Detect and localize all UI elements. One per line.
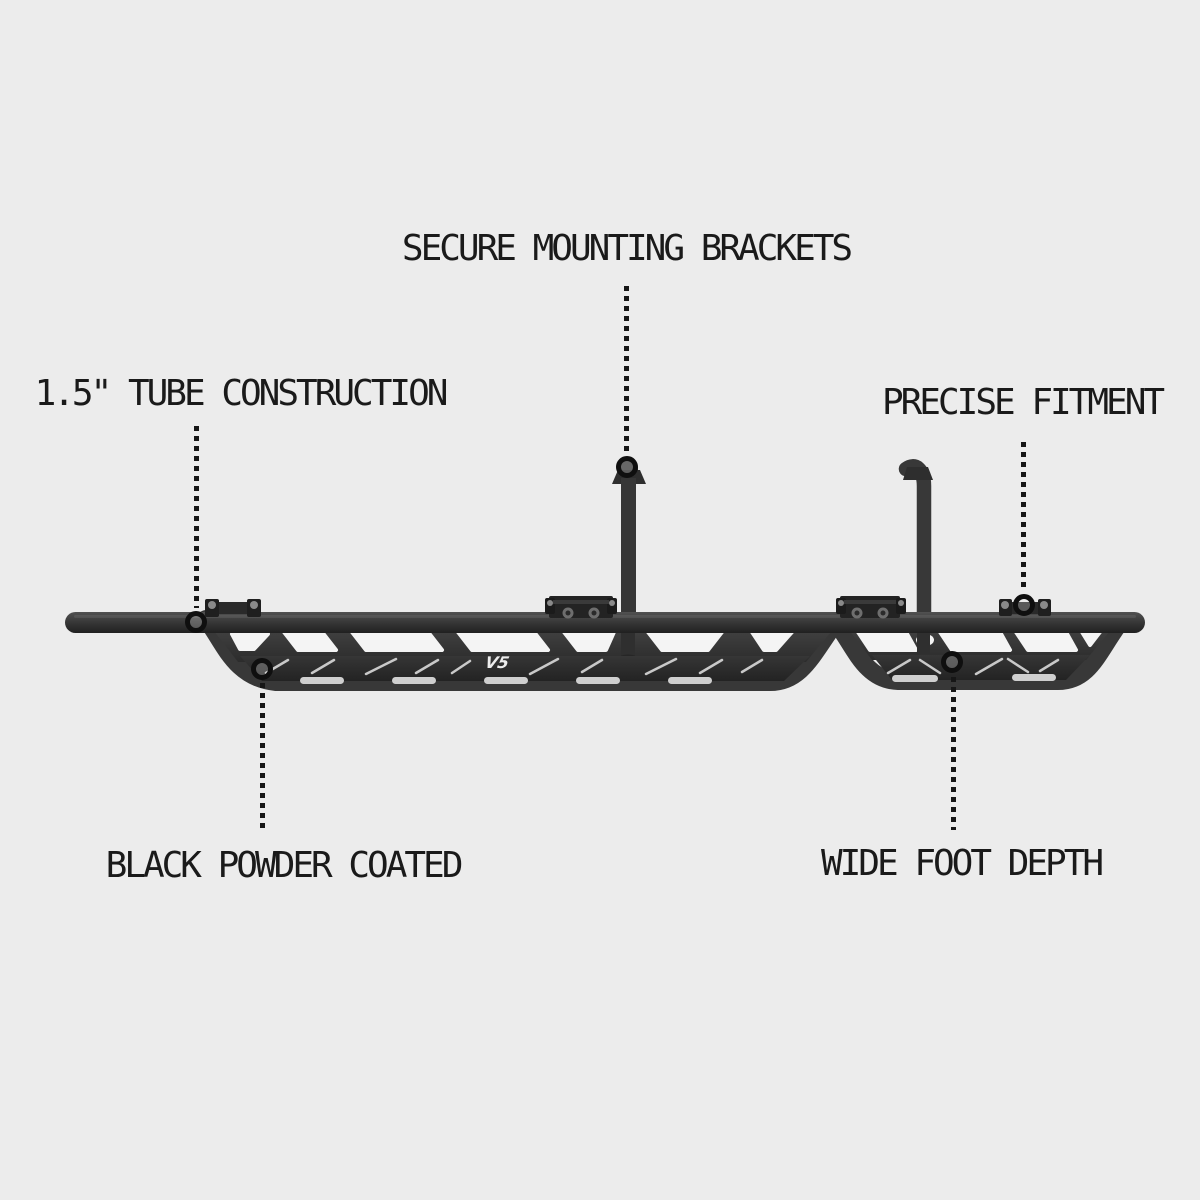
anchor-marker-secure-mounting-brackets (616, 456, 638, 478)
anchor-marker-black-powder-coated (251, 658, 273, 680)
mounting-bracket-3 (836, 596, 906, 619)
leader-line-wide-foot-depth (951, 677, 956, 830)
svg-text:V5: V5 (483, 653, 510, 672)
anchor-marker-tube-construction (185, 611, 207, 633)
leader-line-precise-fitment (1021, 442, 1026, 590)
tread-plate-left: V5 (240, 653, 810, 684)
mounting-rod-right (898, 459, 933, 622)
leader-line-tube-construction (194, 426, 199, 608)
callout-label-secure-mounting-brackets: SECURE MOUNTING BRACKETS (401, 228, 853, 269)
side-panel-left (210, 626, 836, 662)
leader-line-secure-mounting-brackets (624, 286, 629, 451)
callout-label-wide-foot-depth: WIDE FOOT DEPTH (820, 843, 1104, 884)
callout-label-precise-fitment: PRECISE FITMENT (881, 382, 1165, 423)
leader-line-black-powder-coated (260, 683, 265, 833)
mounting-bracket-2 (545, 596, 617, 619)
mounting-rod-left (612, 459, 646, 616)
slider-outer-tube-right (829, 616, 1125, 690)
anchor-marker-wide-foot-depth (941, 651, 963, 673)
callout-label-tube-construction: 1.5" TUBE CONSTRUCTION (34, 373, 449, 414)
tread-plate-right (872, 655, 1090, 682)
callout-label-black-powder-coated: BLACK POWDER COATED (105, 845, 464, 886)
brand-logo: V5 (483, 653, 510, 672)
anchor-marker-precise-fitment (1013, 594, 1035, 616)
mounting-bracket-1 (205, 599, 261, 617)
